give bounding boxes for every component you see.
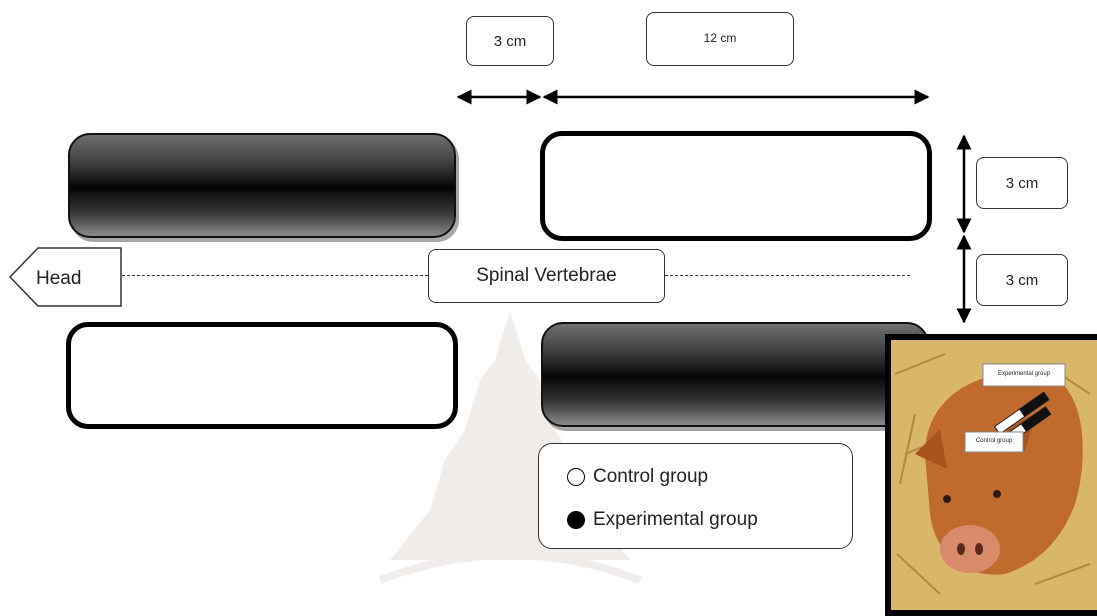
legend-item-control: Control group	[567, 466, 708, 488]
photo-control-tag: Control group	[975, 438, 1013, 444]
control-site-upper-right	[540, 131, 932, 241]
legend-item-experimental: Experimental group	[567, 509, 758, 531]
open-circle-icon	[567, 468, 585, 486]
spine-dashed-line-right	[665, 275, 910, 276]
dimension-label-length: 12 cm	[646, 12, 794, 66]
experimental-site-lower-right	[541, 322, 929, 427]
pig-illustration	[891, 340, 1097, 610]
legend-box: Control group Experimental group	[538, 443, 853, 549]
experimental-site-upper-left	[68, 133, 456, 238]
legend-experimental-label: Experimental group	[593, 509, 758, 530]
spine-dashed-line-left	[122, 275, 428, 276]
filled-circle-icon	[567, 511, 585, 529]
head-label: Head	[36, 268, 82, 289]
dimension-label-width-upper: 3 cm	[976, 157, 1068, 209]
pig-photo: Experimental group Control group	[885, 334, 1097, 616]
head-arrow-shape	[8, 247, 122, 307]
dimension-label-width-lower: 3 cm	[976, 254, 1068, 306]
photo-experimental-tag: Experimental group	[997, 371, 1051, 377]
dimension-label-gap: 3 cm	[466, 16, 554, 66]
legend-control-label: Control group	[593, 466, 709, 487]
control-site-lower-left	[66, 322, 458, 429]
spinal-vertebrae-label: Spinal Vertebrae	[428, 249, 665, 303]
